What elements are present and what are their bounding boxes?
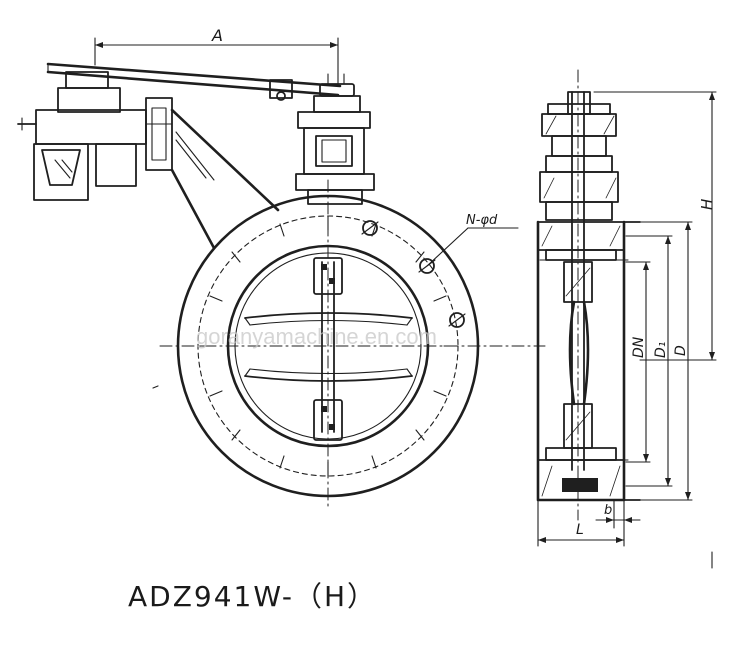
- body-bore: [226, 244, 430, 448]
- watermark-text: goranyamachine.en.com: [196, 324, 437, 349]
- seat-ring: [234, 252, 422, 440]
- upper-disc-hub: [563, 261, 593, 303]
- bolt-hole-callout: N-φd: [426, 213, 519, 267]
- counterweight-housing: [17, 71, 173, 201]
- bolt-holes: [361, 220, 466, 328]
- bottom-cap: [562, 478, 598, 492]
- flange-outer-circle: [176, 194, 480, 498]
- upper-flange-side: [537, 221, 625, 251]
- bolt-circle-ticks: [197, 215, 459, 477]
- bolt-hole-label: N-φd: [466, 213, 498, 228]
- model-label: ADZ941W-（H）: [128, 580, 377, 613]
- dimension-b-label: b: [604, 503, 612, 518]
- actuator-assembly: A: [17, 26, 375, 250]
- disc-profile-right: [582, 300, 590, 406]
- dimension-DN-label: DN: [631, 336, 647, 358]
- dimension-H-label: H: [698, 199, 716, 210]
- valve-shaft: [313, 257, 343, 441]
- support-bracket: [170, 108, 280, 250]
- dimension-A-label: A: [211, 26, 223, 45]
- valve-body-side: [536, 220, 626, 502]
- stem-housing: [295, 73, 375, 205]
- side-view: H DN D₁ D L b: [536, 69, 717, 569]
- front-view: [152, 179, 546, 511]
- dimension-D1-label: D₁: [653, 342, 669, 358]
- lever-weight: [269, 79, 293, 99]
- dimension-D-label: D: [673, 345, 689, 356]
- dimension-L-label: L: [576, 522, 584, 538]
- valve-disc: [244, 312, 413, 382]
- lever-arm-bottom: [46, 70, 340, 97]
- section-mark: [152, 385, 159, 389]
- disc-profile-left: [568, 300, 576, 406]
